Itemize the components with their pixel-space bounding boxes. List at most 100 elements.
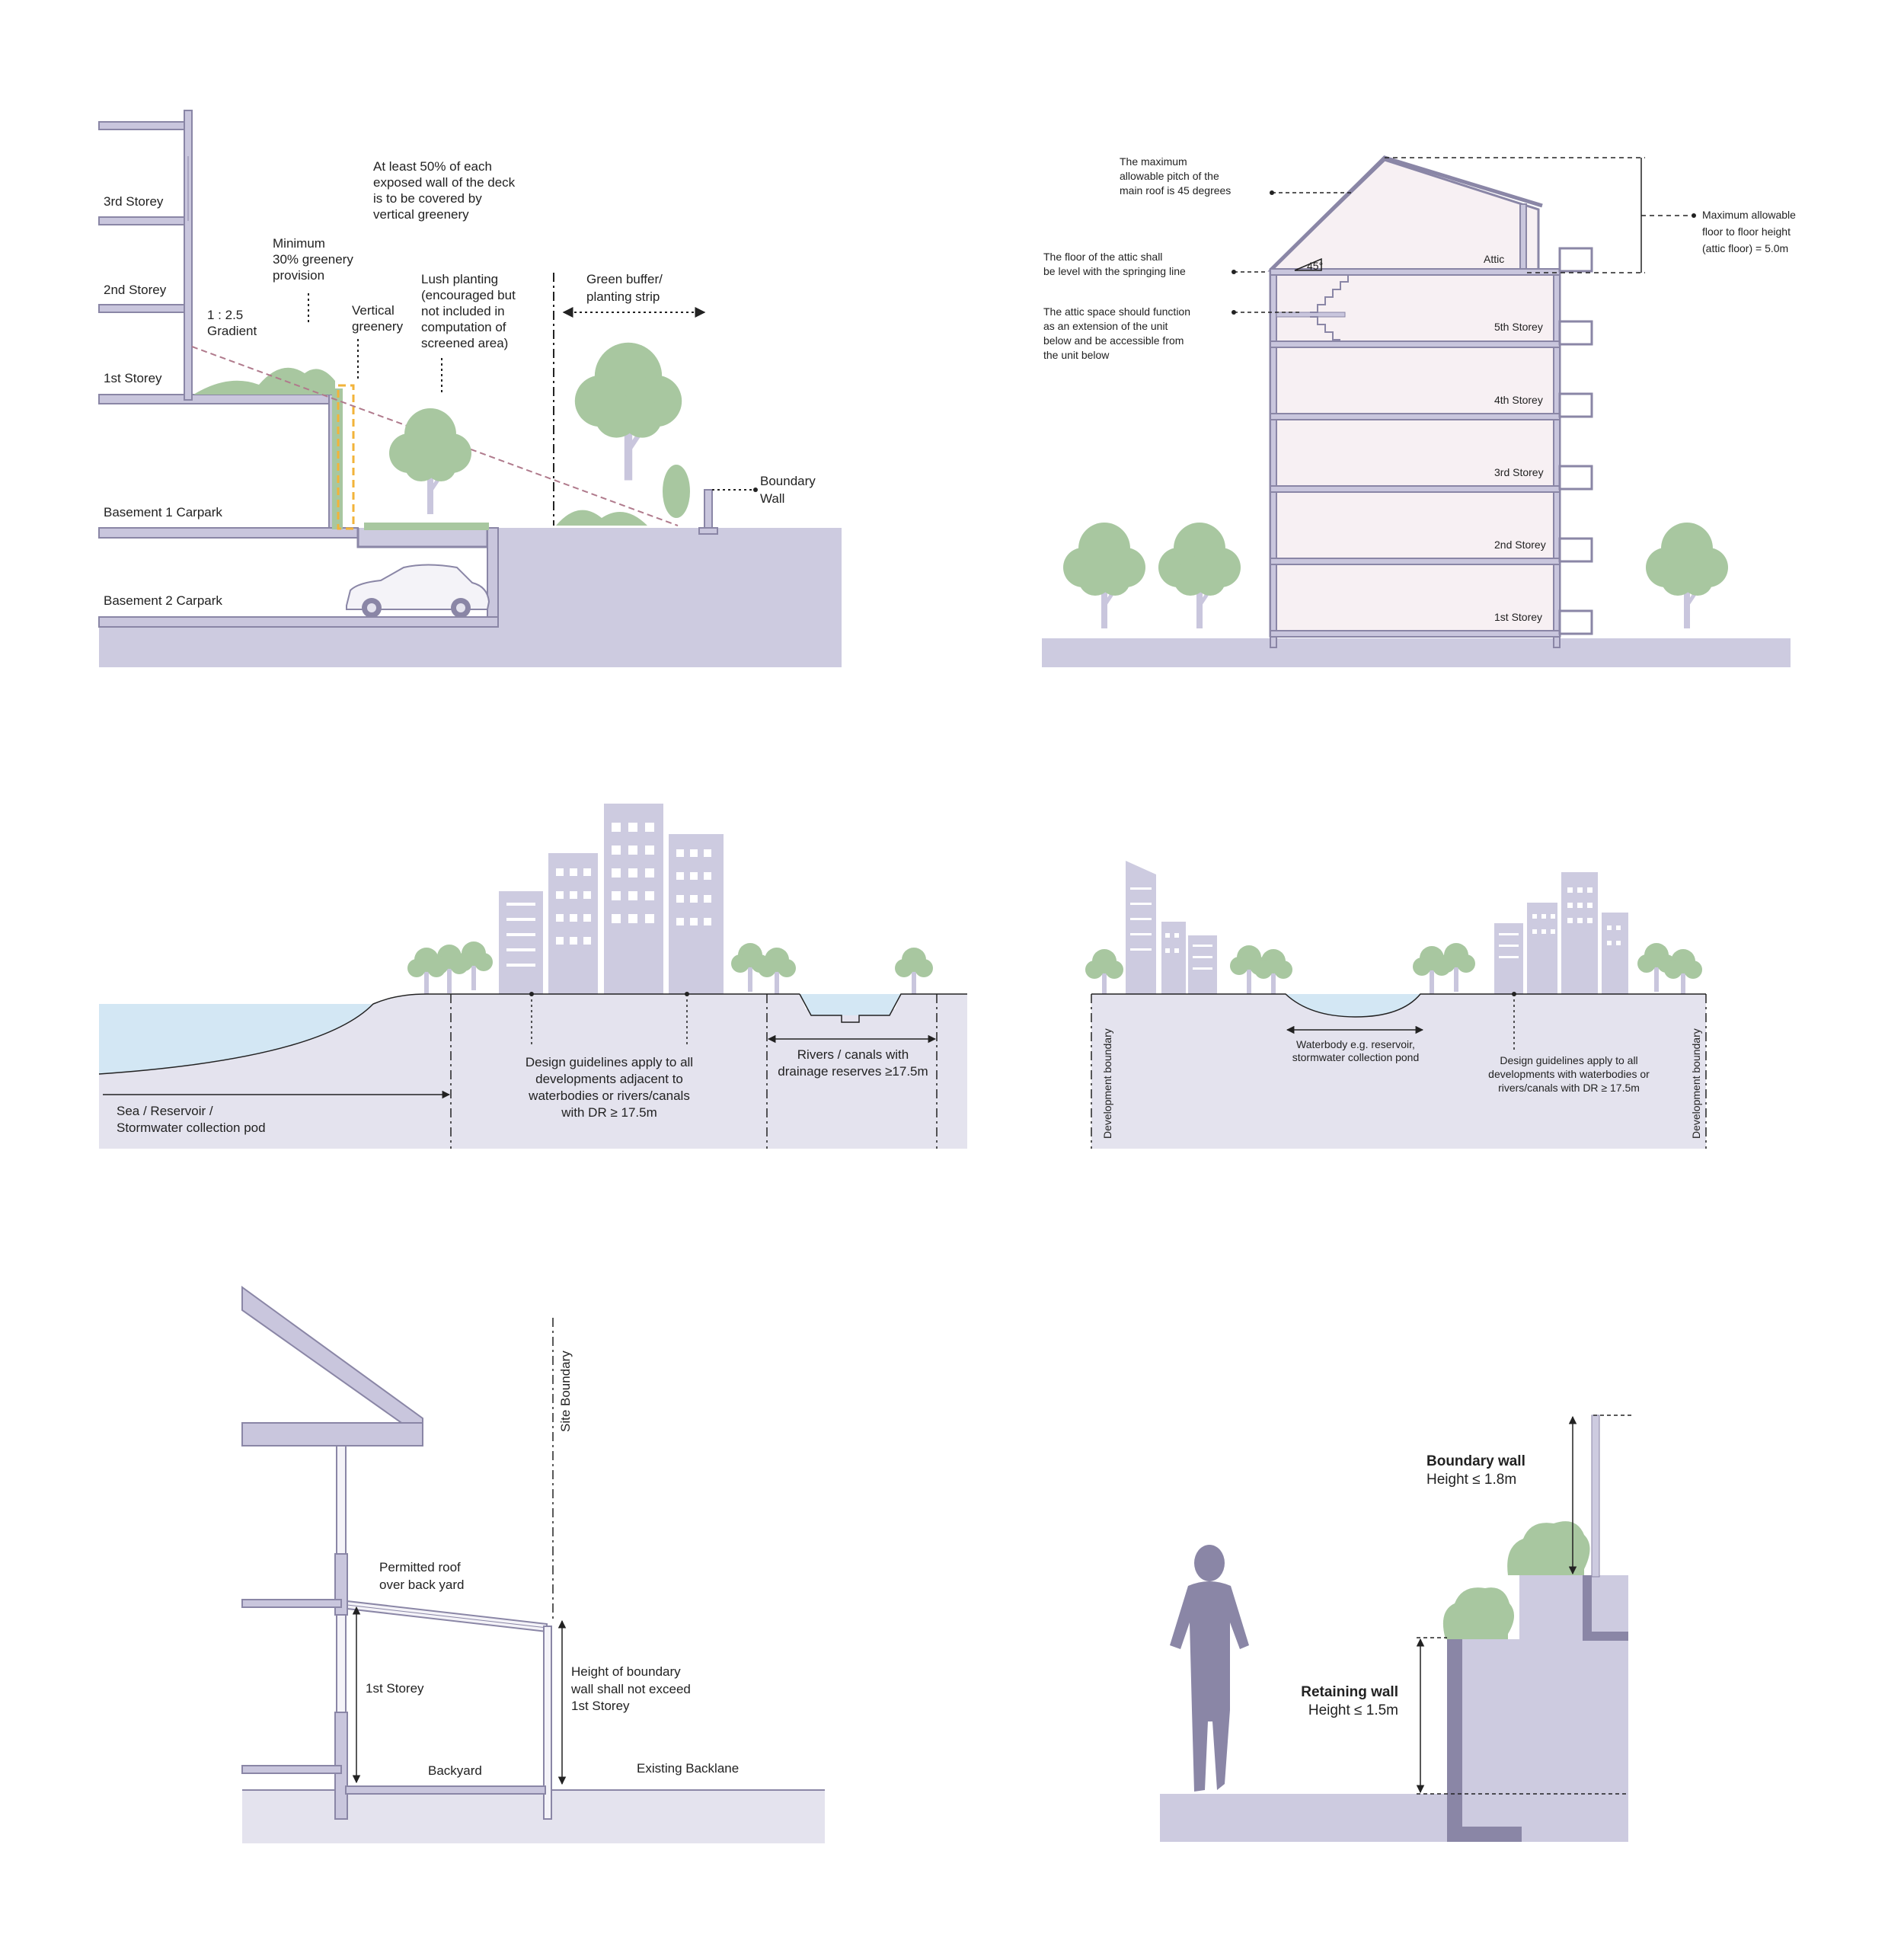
attic-note-3: below and be accessible from: [1043, 334, 1184, 347]
guidelines-4-1: Design guidelines apply to all: [1500, 1054, 1637, 1066]
vertical-greenery: [332, 388, 343, 529]
height-note-1: Maximum allowable: [1702, 209, 1796, 221]
dev-boundary-left: Development boundary: [1101, 1028, 1113, 1139]
boundary-wall-title: Boundary wall: [1426, 1453, 1525, 1469]
sea-label-1: Sea / Reservoir /: [117, 1104, 213, 1118]
storey-label-1: 1st Storey: [104, 371, 162, 385]
storey-label-3: 3rd Storey: [104, 194, 164, 209]
boundary-height-2: wall shall not exceed: [570, 1682, 691, 1696]
storey1-label: 1st Storey: [366, 1681, 424, 1696]
diagram-retaining-wall: Boundary wall Height ≤ 1.8m Retaining wa…: [1160, 1415, 1634, 1842]
building: [1161, 922, 1186, 994]
tree: [1158, 523, 1241, 628]
pitch-note-2: allowable pitch of the: [1120, 170, 1219, 182]
permitted-roof-2: over back yard: [379, 1578, 465, 1592]
floor-note-2: be level with the springing line: [1043, 265, 1186, 277]
lush-planting-2: (encouraged but: [421, 288, 516, 302]
buffer-tree: [575, 343, 682, 481]
min-greenery-2: 30% greenery: [273, 252, 353, 267]
deck-wall-note-2: exposed wall of the deck: [373, 175, 516, 190]
boundary-wall-2: Wall: [760, 491, 784, 506]
rivers-1: Rivers / canals with: [797, 1047, 909, 1062]
basement2-label: Basement 2 Carpark: [104, 593, 222, 608]
storey-2-label: 2nd Storey: [1494, 539, 1546, 551]
green-buffer-2: planting strip: [586, 289, 660, 304]
guidelines-1: Design guidelines apply to all: [526, 1055, 693, 1069]
deck-wall-note-4: vertical greenery: [373, 207, 469, 222]
pitch-note-3: main roof is 45 degrees: [1120, 184, 1231, 197]
lush-planting-4: computation of: [421, 320, 506, 334]
screened-area-highlight: [337, 384, 355, 530]
guidelines-2: developments adjacent to: [535, 1072, 683, 1086]
tree: [1085, 949, 1123, 998]
lush-planting-5: screened area): [421, 336, 508, 350]
attic-note-2: as an extension of the unit: [1043, 320, 1168, 332]
waterbody-label-1: Waterbody e.g. reservoir,: [1296, 1038, 1415, 1050]
green-buffer-1: Green buffer/: [586, 272, 663, 286]
tree: [1646, 523, 1728, 628]
retaining-wall-block: [1447, 1639, 1628, 1799]
min-greenery-3: provision: [273, 268, 324, 283]
diagram-waterbody-within: Development boundary Development boundar…: [1085, 861, 1707, 1149]
diagram-backyard-roof: Site Boundary Permitted roof over back y…: [241, 1286, 825, 1843]
guidelines-4-3: rivers/canals with DR ≥ 17.5m: [1498, 1082, 1640, 1094]
backlane-label: Existing Backlane: [637, 1761, 739, 1776]
ground: [1091, 994, 1706, 1149]
site-boundary-label: Site Boundary: [558, 1351, 573, 1432]
retaining-wall-title: Retaining wall: [1301, 1684, 1398, 1700]
attic-label: Attic: [1484, 253, 1504, 265]
ground: [242, 1790, 825, 1843]
backyard-label: Backyard: [428, 1763, 482, 1778]
car-icon: [346, 564, 490, 618]
ground: [1042, 638, 1791, 667]
building: [499, 891, 543, 994]
tree: [1063, 523, 1145, 628]
height-note-2: floor to floor height: [1702, 225, 1791, 238]
building: [1126, 861, 1156, 994]
rivers-2: drainage reserves ≥17.5m: [778, 1064, 928, 1079]
guidelines-3: waterbodies or rivers/canals: [528, 1088, 690, 1103]
diagram-deck-section: 3rd Storey 2nd Storey 1st Storey Basemen…: [98, 110, 842, 667]
guidelines-4-2: developments with waterbodies or: [1488, 1068, 1650, 1080]
tree: [455, 941, 493, 990]
ground: [1160, 1794, 1628, 1842]
permitted-roof-1: Permitted roof: [379, 1560, 461, 1574]
dev-boundary-right: Development boundary: [1690, 1028, 1702, 1139]
storey-label-2: 2nd Storey: [104, 283, 167, 297]
gradient-2: Gradient: [207, 324, 257, 338]
guidelines-4: with DR ≥ 17.5m: [561, 1105, 657, 1120]
storey-3-label: 3rd Storey: [1494, 466, 1544, 478]
retaining-wall-height: Height ≤ 1.5m: [1308, 1702, 1398, 1718]
sea: [99, 1004, 373, 1074]
boundary-height-1: Height of boundary: [571, 1664, 681, 1679]
floor-note-1: The floor of the attic shall: [1043, 251, 1162, 263]
building: [548, 853, 598, 994]
deck-greenery: [193, 367, 335, 395]
tree: [758, 948, 796, 996]
tree: [1437, 943, 1475, 992]
attic-note-4: the unit below: [1043, 349, 1110, 361]
lush-planting-1: Lush planting: [421, 272, 498, 286]
basement1-label: Basement 1 Carpark: [104, 505, 222, 519]
sea-label-2: Stormwater collection pod: [117, 1120, 266, 1135]
gradient-1: 1 : 2.5: [207, 308, 243, 322]
upper-terrace: [1519, 1575, 1628, 1642]
building: [1188, 935, 1217, 994]
deck-wall-note-3: is to be covered by: [373, 191, 482, 206]
storey-1-label: 1st Storey: [1494, 611, 1542, 623]
lush-planting-3: not included in: [421, 304, 505, 318]
deck-wall-note-1: At least 50% of each: [373, 159, 492, 174]
building: [1602, 913, 1628, 994]
storey-5-label: 5th Storey: [1494, 321, 1543, 333]
diagram-attic-section: The maximum allowable pitch of the main …: [1042, 155, 1796, 667]
pitch-note-1: The maximum: [1120, 155, 1187, 168]
min-greenery-1: Minimum: [273, 236, 325, 251]
building: [669, 834, 724, 994]
boundary-wall-height: Height ≤ 1.8m: [1426, 1472, 1516, 1488]
storey-4-label: 4th Storey: [1494, 394, 1543, 406]
angle-label: 45°: [1307, 260, 1323, 272]
tree: [895, 948, 933, 996]
waterbody: [1286, 994, 1420, 1017]
boundary-height-3: 1st Storey: [571, 1699, 630, 1713]
